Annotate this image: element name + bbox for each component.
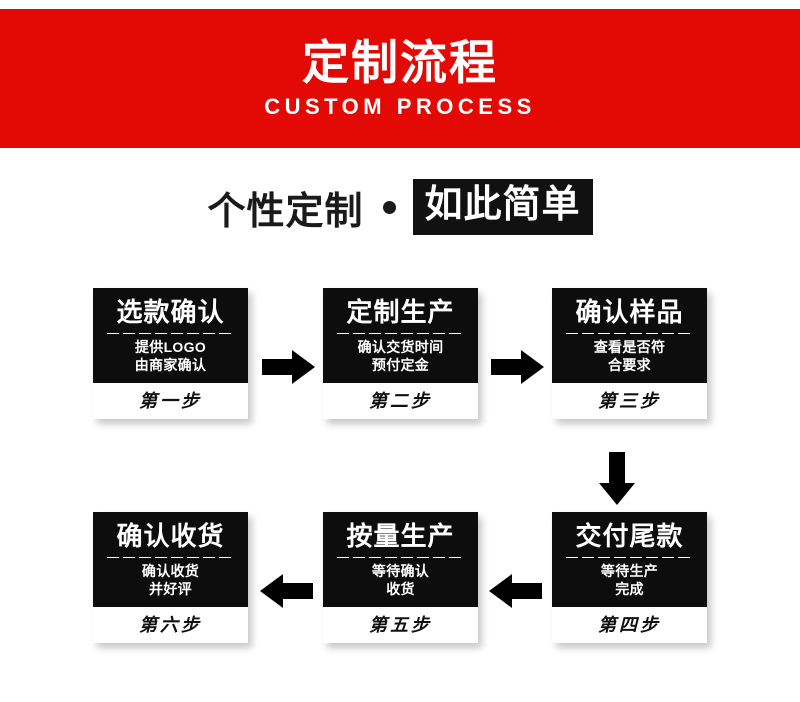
arrow-left-icon [489, 572, 543, 615]
process-step-body-2: 定制生产 确认交货时间 预付定金 [323, 288, 478, 383]
process-step-footer-4: 第四步 [552, 607, 707, 643]
process-step-desc-1: 提供LOGO 由商家确认 [135, 339, 207, 374]
bullet-dot-icon [382, 200, 396, 214]
process-step-card-1: 选款确认 提供LOGO 由商家确认 第一步 [93, 288, 248, 419]
process-step-body-6: 确认收货 确认收货 并好评 [93, 512, 248, 607]
page-subtitle: CUSTOM PROCESS [264, 94, 536, 120]
process-step-body-4: 交付尾款 等待生产 完成 [552, 512, 707, 607]
process-step-title-1: 选款确认 [116, 297, 225, 327]
subheadline: 个性定制 如此简单 [0, 176, 800, 238]
page-title: 定制流程 [302, 35, 498, 89]
process-step-title-2: 定制生产 [346, 297, 455, 327]
process-step-title-3: 确认样品 [575, 297, 684, 327]
arrow-down-icon [597, 452, 637, 511]
subheadline-left-text: 个性定制 [207, 190, 364, 233]
process-step-desc-line-2: 并好评 [149, 580, 192, 597]
process-step-desc-line-1: 等待确认 [371, 563, 430, 579]
process-step-desc-6: 确认收货 并好评 [142, 563, 199, 598]
process-step-footer-1: 第一步 [93, 383, 248, 419]
process-step-desc-line-1: 提供LOGO [134, 339, 207, 355]
process-step-title-4: 交付尾款 [575, 521, 684, 551]
process-step-desc-line-1: 确认收货 [141, 563, 200, 579]
dashed-divider-icon [336, 333, 465, 334]
arrow-left-icon [260, 572, 314, 615]
process-step-body-1: 选款确认 提供LOGO 由商家确认 [93, 288, 248, 383]
process-step-footer-2: 第二步 [323, 383, 478, 419]
subheadline-highlight-text: 如此简单 [412, 178, 593, 236]
process-step-card-6: 确认收货 确认收货 并好评 第六步 [93, 512, 248, 643]
process-step-title-5: 按量生产 [346, 521, 455, 551]
process-step-desc-line-2: 完成 [615, 580, 644, 597]
process-step-card-2: 定制生产 确认交货时间 预付定金 第二步 [323, 288, 478, 419]
process-step-desc-line-1: 确认交货时间 [357, 339, 444, 355]
process-step-card-4: 交付尾款 等待生产 完成 第四步 [552, 512, 707, 643]
process-step-desc-line-2: 收货 [386, 580, 415, 597]
page-banner: 定制流程 CUSTOM PROCESS [0, 9, 800, 148]
dashed-divider-icon [565, 557, 694, 558]
process-step-desc-2: 确认交货时间 预付定金 [358, 339, 444, 374]
process-step-footer-3: 第三步 [552, 383, 707, 419]
process-step-desc-line-1: 查看是否符 [593, 339, 666, 355]
dashed-divider-icon [106, 557, 235, 558]
process-step-title-6: 确认收货 [116, 521, 225, 551]
process-step-desc-3: 查看是否符 合要求 [594, 339, 666, 374]
dashed-divider-icon [336, 557, 465, 558]
process-flow-diagram: 选款确认 提供LOGO 由商家确认 第一步 定制生产 确认交货时间 预付定金 第… [0, 270, 800, 690]
process-step-card-3: 确认样品 查看是否符 合要求 第三步 [552, 288, 707, 419]
process-step-body-5: 按量生产 等待确认 收货 [323, 512, 478, 607]
arrow-right-icon [262, 348, 316, 391]
process-step-desc-line-2: 合要求 [608, 356, 651, 373]
process-step-footer-5: 第五步 [323, 607, 478, 643]
process-step-footer-6: 第六步 [93, 607, 248, 643]
process-step-desc-line-1: 等待生产 [600, 563, 659, 579]
arrow-right-icon [491, 348, 545, 391]
process-step-desc-line-2: 预付定金 [371, 356, 430, 373]
process-step-desc-5: 等待确认 收货 [372, 563, 429, 598]
process-step-body-3: 确认样品 查看是否符 合要求 [552, 288, 707, 383]
dashed-divider-icon [565, 333, 694, 334]
process-step-desc-4: 等待生产 完成 [601, 563, 658, 598]
process-step-card-5: 按量生产 等待确认 收货 第五步 [323, 512, 478, 643]
dashed-divider-icon [106, 333, 235, 334]
process-step-desc-line-2: 由商家确认 [134, 356, 207, 373]
